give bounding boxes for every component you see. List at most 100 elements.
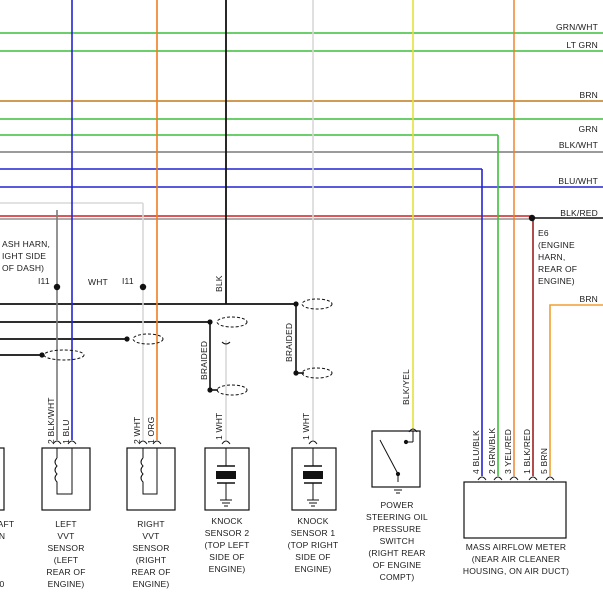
oil-switch-name: SWITCH (380, 536, 415, 546)
right-vvt-name: RIGHT (137, 519, 164, 529)
braided-label-knock1: BRAIDED (284, 323, 294, 362)
pin-arrow (138, 440, 148, 445)
pin-label-left-vvt-2: 2 BLK/WHT (46, 397, 56, 444)
wire-label-blu-wht: BLU/WHT (558, 176, 598, 186)
pin-arrow (308, 440, 318, 445)
pin-label-knock1: 1 WHT (301, 413, 311, 440)
pin-arrow (52, 440, 62, 445)
e6-line: (ENGINE (538, 240, 575, 250)
maf-name: (NEAR AIR CLEANER (472, 554, 560, 564)
pin-arrow (152, 440, 162, 445)
knock-sensor-2-box (204, 447, 250, 511)
right-wire-labels: GRN/WHT LT GRN BRN GRN BLK/WHT BLU/WHT B… (556, 22, 598, 304)
pin-arrow (509, 476, 519, 481)
right-vvt-sensor-box (126, 447, 176, 511)
pin-label-maf-3: 3 YEL/RED (503, 429, 513, 474)
oil-switch-name: COMPT) (380, 572, 415, 582)
knock2-name: SENSOR 2 (205, 528, 250, 538)
vvt-coil-symbols (54, 448, 158, 495)
pin-label-knock2: 1 WHT (214, 413, 224, 440)
oil-switch-name: OF ENGINE (373, 560, 422, 570)
wht-wire-label: WHT (88, 277, 108, 287)
splice-blk-3 (124, 336, 130, 342)
coil-icon (54, 448, 73, 495)
e6-label: E6 (ENGINE HARN, REAR OF ENGINE) (538, 228, 577, 286)
wire-label-brn-lower: BRN (579, 294, 598, 304)
pin-label-maf-2: 2 GRN/BLK (487, 428, 497, 474)
knock1-name: (TOP RIGHT (288, 540, 339, 550)
wire-label-grn: GRN (579, 124, 599, 134)
piezo-crystal-icon (303, 471, 323, 479)
pin-label-maf-4: 4 BLU/BLK (471, 430, 481, 474)
oil-switch-name: POWER (380, 500, 413, 510)
ground-icon (392, 486, 404, 494)
e6-line: REAR OF (538, 264, 577, 274)
shield-ovals (43, 298, 333, 396)
pin-arrow (545, 476, 555, 481)
left-vvt-sensor-box (41, 447, 91, 511)
horizontal-wires (0, 32, 603, 476)
oil-switch-name: (RIGHT REAR (368, 548, 425, 558)
knock1-name: SIDE OF (295, 552, 330, 562)
maf-name: HOUSING, ON AIR DUCT) (463, 566, 569, 576)
left-vvt-name: ENGINE) (48, 579, 85, 589)
knock-sensor-1-box (291, 447, 337, 511)
splice-left-i11 (53, 283, 61, 291)
left-vvt-name: LEFT (55, 519, 77, 529)
knock1-name: SENSOR 1 (291, 528, 336, 538)
splice-knock1-top (293, 301, 299, 307)
left-vvt-name: SENSOR (47, 543, 84, 553)
shield-oval (216, 316, 248, 328)
shield-oval (301, 367, 333, 379)
braided-label-knock2: BRAIDED (199, 341, 209, 380)
pin-arrow (493, 476, 503, 481)
switch-symbol (379, 431, 414, 494)
shield-oval (301, 298, 333, 310)
blk-vertical-label: BLK (214, 275, 224, 292)
wire-label-brn: BRN (579, 90, 598, 100)
left-vvt-name: (LEFT (54, 555, 79, 565)
knock1-name: ENGINE) (295, 564, 332, 574)
right-vvt-name: (RIGHT (136, 555, 166, 565)
vertical-wires (56, 0, 534, 476)
ground-icon (307, 499, 319, 507)
splice-knock2-top (207, 319, 213, 325)
right-vvt-name: SENSOR (132, 543, 169, 553)
wire-label-blk-wht: BLK/WHT (559, 140, 598, 150)
left-edge-component-box (0, 447, 5, 511)
pin-arrow (221, 440, 231, 445)
ground-icon (220, 499, 232, 507)
pin-label-right-vvt-2: 2 WHT (132, 417, 142, 444)
splice-blk-4 (39, 352, 45, 358)
knock-symbols (216, 448, 323, 507)
wire-brn-maf (549, 304, 603, 476)
maf-name: MASS AIRFLOW METER (466, 542, 566, 552)
left-edge-name: N (0, 531, 5, 541)
e6-line: E6 (538, 228, 549, 238)
component-names: AFT N 0 LEFT VVT SENSOR (LEFT REAR OF EN… (0, 500, 569, 589)
right-vvt-name: REAR OF (131, 567, 170, 577)
shield-oval (43, 349, 85, 361)
component-boxes (0, 430, 567, 539)
splice-right-i11 (139, 283, 147, 291)
knock2-name: ENGINE) (209, 564, 246, 574)
splice-e6 (528, 214, 536, 222)
wire-label-lt-grn: LT GRN (566, 40, 598, 50)
pin-label-maf-1: 1 BLK/RED (522, 429, 532, 474)
splices (39, 214, 536, 393)
shield-oval (216, 384, 248, 396)
pin-label-maf-5: 5 BRN (539, 448, 549, 474)
pin-arrow (67, 440, 77, 445)
switch-contact (403, 439, 409, 445)
dash-harness-line: ASH HARN, (2, 239, 50, 249)
wire-label-grn-wht: GRN/WHT (556, 22, 598, 32)
pin-label-left-vvt-1: 1 BLU (61, 419, 71, 444)
dash-harness-line: OF DASH) (2, 263, 44, 273)
bracket-knock-blk (221, 341, 231, 345)
wire-label-blk-red: BLK/RED (560, 208, 598, 218)
knock1-name: KNOCK (297, 516, 328, 526)
coil-icon (140, 448, 158, 495)
i11-label-right: I11 (122, 276, 134, 286)
left-vvt-name: VVT (57, 531, 74, 541)
